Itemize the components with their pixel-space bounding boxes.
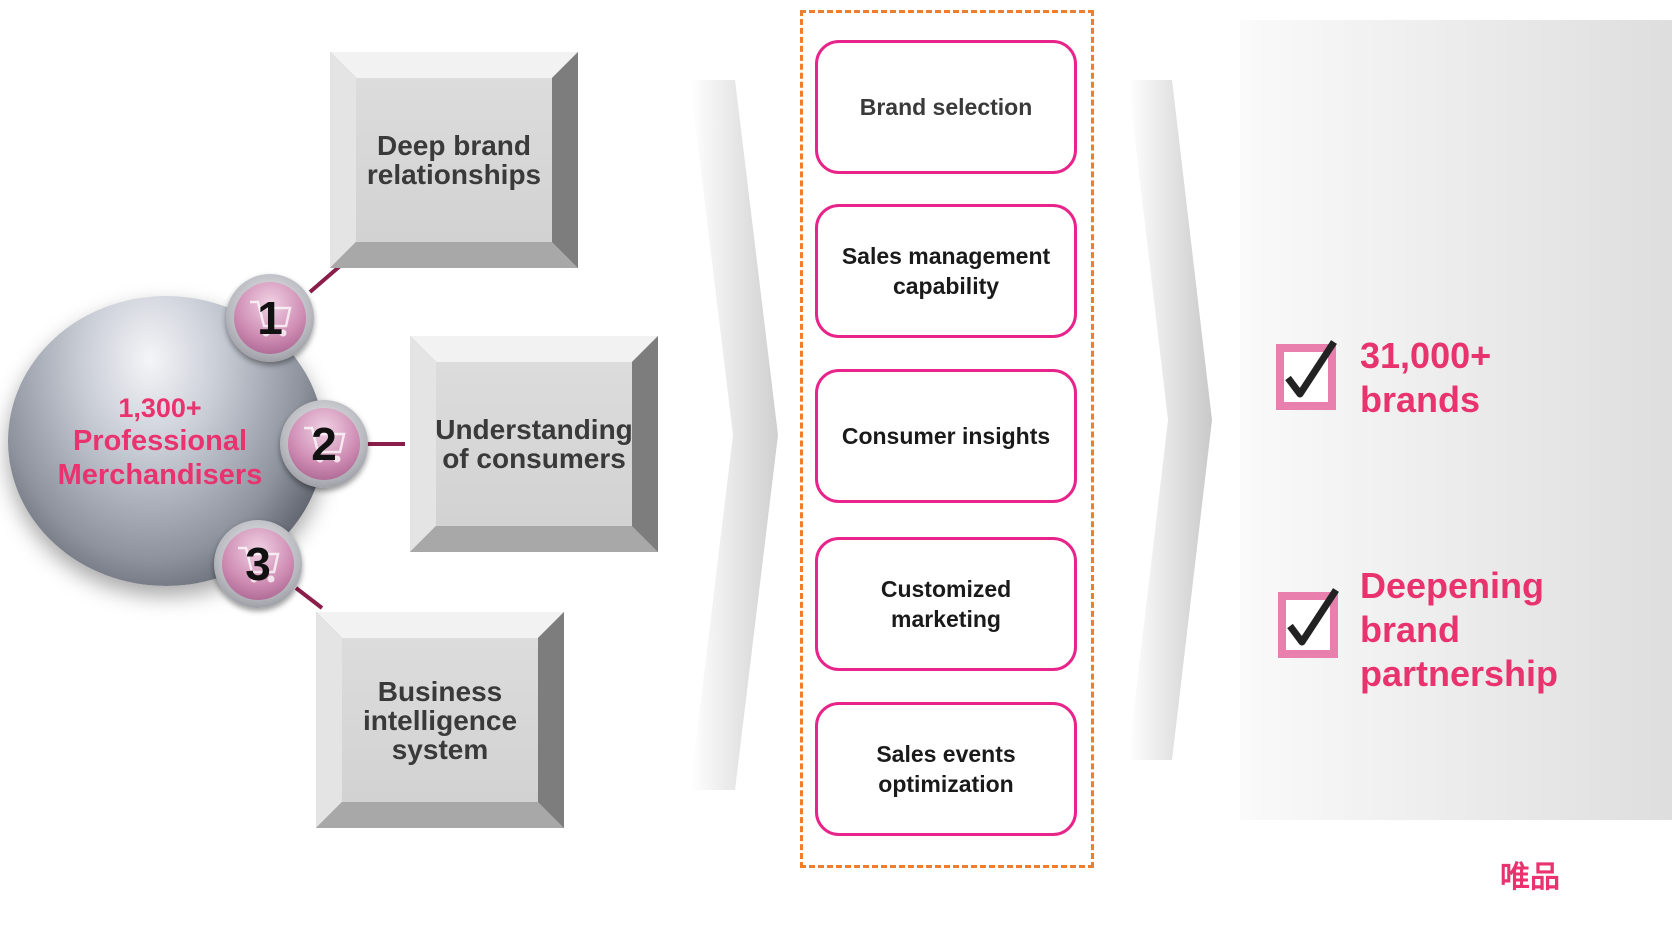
left-chevron: [690, 80, 778, 790]
badge-number-1: 1: [257, 292, 283, 344]
capability-label-1: Deep brand relationships: [366, 130, 542, 190]
merchandisers-count: 1,300+: [118, 393, 202, 423]
checkbox-checked-icon: [1276, 340, 1337, 410]
result-partnership: Deepening brand partnership: [1360, 565, 1559, 694]
function-sales-events: Sales events optimization: [815, 702, 1077, 836]
capability-box-3: Business intelligence system: [316, 612, 564, 828]
function-customized-marketing: Customized marketing: [815, 537, 1077, 671]
capability-label-2: Understanding of consumers: [435, 414, 633, 474]
shopping-cart-icon: [250, 300, 292, 337]
number-badge-3: 3: [214, 520, 302, 608]
function-consumer-insights: Consumer insights: [815, 369, 1077, 503]
result-brands: 31,000+ brands: [1360, 335, 1492, 420]
functions-frame: [800, 10, 1094, 868]
number-badge-2: 2: [280, 400, 368, 488]
capability-box-1: Deep brand relationships: [330, 52, 578, 268]
shopping-cart-icon: [238, 546, 280, 583]
function-brand-selection: Brand selection: [815, 40, 1077, 174]
right-chevron: [1128, 80, 1212, 760]
number-badge-1: 1: [226, 274, 314, 362]
merchandisers-label: 1,300+ Professional Merchandisers: [40, 392, 280, 492]
checkbox-checked-icon: [1278, 588, 1339, 658]
merchandisers-description: Professional Merchandisers: [57, 425, 263, 491]
corner-logo-text: 唯品: [1500, 861, 1560, 894]
function-sales-management: Sales management capability: [815, 204, 1077, 338]
shopping-cart-icon: [304, 426, 346, 463]
badge-number-3: 3: [245, 538, 271, 590]
results-panel-background: [1240, 20, 1672, 820]
badge-number-2: 2: [311, 418, 337, 470]
capability-box-2: Understanding of consumers: [410, 336, 658, 552]
capability-label-3: Business intelligence system: [362, 675, 518, 765]
